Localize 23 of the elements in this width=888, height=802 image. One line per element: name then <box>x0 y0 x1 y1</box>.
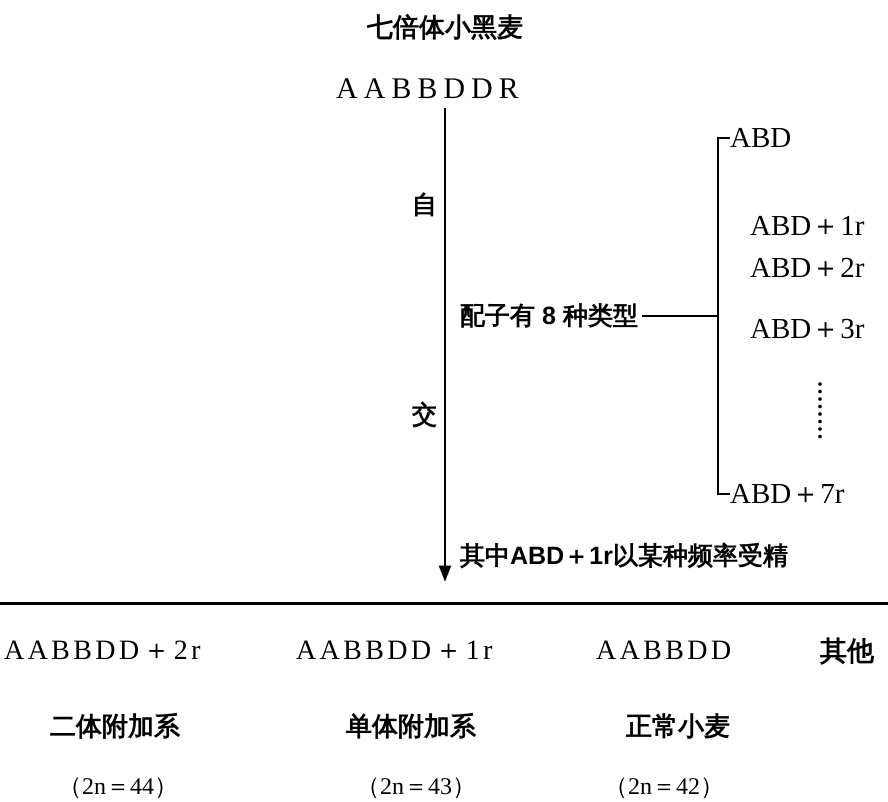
process-label: 自 <box>412 190 438 220</box>
note-text: 其中ABD＋1r以某种频率受精 <box>460 540 789 572</box>
category-label: 单体附加系 <box>346 710 477 743</box>
arrow <box>438 108 452 582</box>
chromosome-count: （2n＝43） <box>356 773 477 802</box>
genome-formula: AABBDD <box>596 634 736 668</box>
gamete-formula: ABD＋1r <box>750 208 886 244</box>
gamete-formula: ABD＋3r <box>750 311 886 347</box>
category-label: 二体附加系 <box>50 710 181 743</box>
category-label: 其他 <box>820 634 876 668</box>
bracket-line <box>642 315 730 495</box>
gamete-formula: ABD＋2r <box>750 250 886 286</box>
gamete-formula: ABD＋7r <box>730 476 886 512</box>
title: 七倍体小黑麦 <box>366 11 524 44</box>
chromosome-count: （2n＝42） <box>604 773 725 802</box>
gamete-types-text: 配子有 8 种类型 <box>460 298 642 334</box>
category-label: 正常小麦 <box>626 710 731 743</box>
process-label: 交 <box>412 400 438 430</box>
gamete-formula: ABD <box>730 120 820 156</box>
genome-formula: AABBDD＋2r <box>4 634 205 668</box>
chromosome-count: （2n＝44） <box>58 773 179 802</box>
genome-formula: AABBDD＋1r <box>296 634 497 668</box>
genome-formula: AABBDDR <box>336 70 558 108</box>
